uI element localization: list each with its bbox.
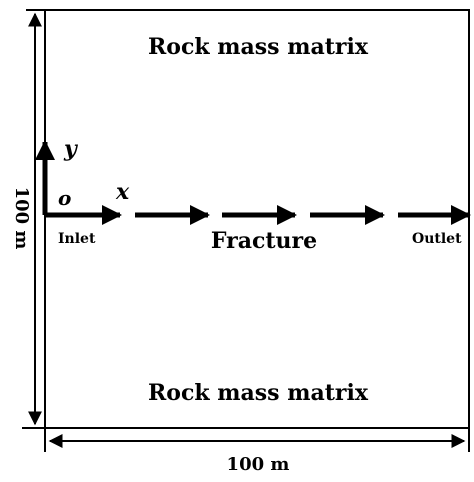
outlet-label: Outlet xyxy=(412,231,462,247)
y-axis-label: y xyxy=(63,136,79,162)
height-dimension-label: 100 m xyxy=(11,187,32,250)
x-axis-label: x xyxy=(115,179,130,205)
matrix-bottom-label: Rock mass matrix xyxy=(148,380,369,406)
width-dimension-label: 100 m xyxy=(227,454,290,475)
domain-boundary xyxy=(44,9,470,429)
fracture-label: Fracture xyxy=(211,228,317,254)
matrix-top-label: Rock mass matrix xyxy=(148,34,369,60)
inlet-label: Inlet xyxy=(58,231,96,247)
origin-label: o xyxy=(58,186,71,210)
